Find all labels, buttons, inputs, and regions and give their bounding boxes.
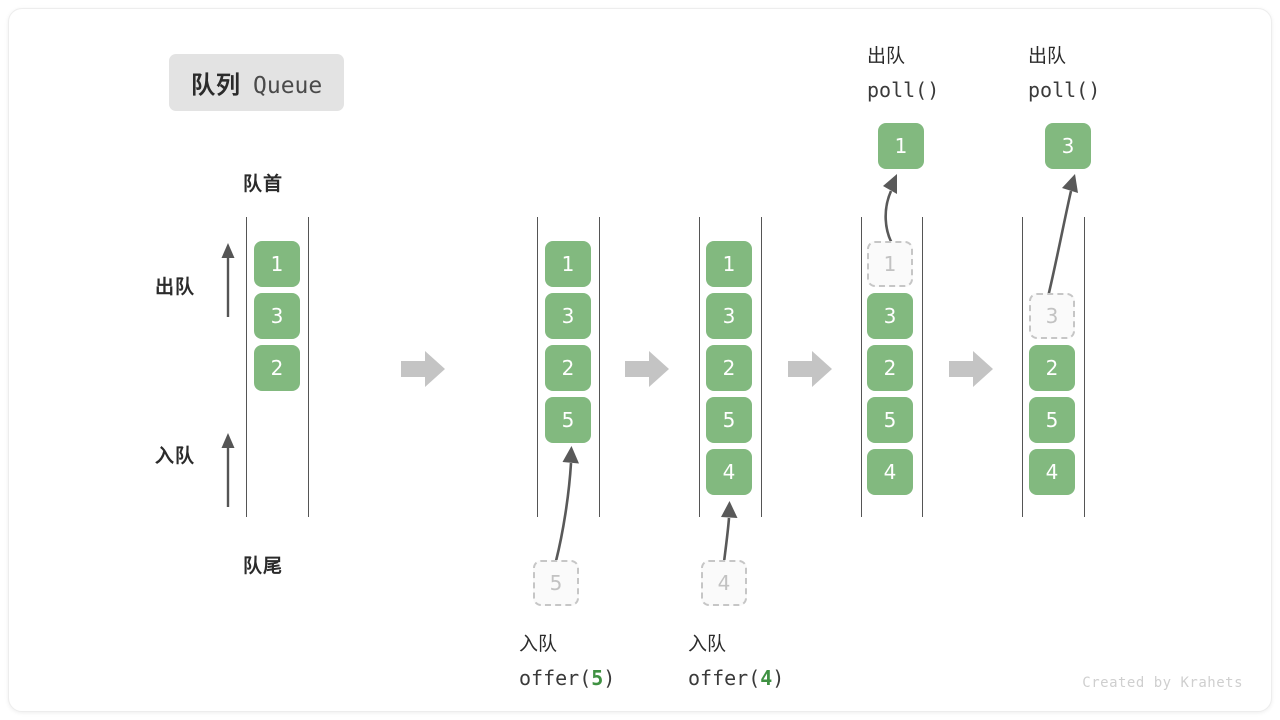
popped-cell: 1 <box>878 123 924 169</box>
queue-cell: 5 <box>1029 397 1075 443</box>
op-label-offer-4: 入队 offer(4) <box>688 627 784 695</box>
queue-cell: 5 <box>706 397 752 443</box>
enqueue-up-arrow-icon <box>221 433 235 507</box>
side-label-dequeue: 出队 <box>155 276 196 298</box>
op-code-pre: poll() <box>1028 78 1101 102</box>
op-label-cn: 出队 <box>867 45 906 67</box>
op-code-pre: offer( <box>688 666 761 690</box>
op-label-poll-3: 出队 poll() <box>1028 39 1100 107</box>
step-arrow-right-icon <box>401 351 445 387</box>
caption-queue-tail: 队尾 <box>243 555 284 577</box>
op-code-post: ) <box>772 666 785 690</box>
queue-cell: 3 <box>706 293 752 339</box>
op-label-offer-5: 入队 offer(5) <box>519 627 615 695</box>
watermark-credit: Created by Krahets <box>1082 675 1243 691</box>
queue-cell-new: 5 <box>545 397 591 443</box>
queue-cell: 3 <box>867 293 913 339</box>
side-label-enqueue: 入队 <box>155 445 196 467</box>
queue-cell: 1 <box>706 241 752 287</box>
queue-rail-right-1 <box>308 217 309 517</box>
dequeue-up-arrow-icon <box>221 243 235 317</box>
diagram-canvas: 队列 Queue 队首 队尾 出队 入队 1 3 2 1 3 2 5 5 入队 … <box>8 8 1272 712</box>
queue-rail-left-5 <box>1022 217 1023 517</box>
op-code-num: 5 <box>591 666 604 690</box>
queue-cell: 3 <box>545 293 591 339</box>
queue-rail-right-5 <box>1084 217 1085 517</box>
queue-rail-left-4 <box>861 217 862 517</box>
queue-rail-left-1 <box>246 217 247 517</box>
queue-cell: 4 <box>1029 449 1075 495</box>
op-code-post: ) <box>603 666 616 690</box>
ghost-cell: 5 <box>533 560 579 606</box>
queue-cell: 1 <box>254 241 300 287</box>
ghost-cell: 3 <box>1029 293 1075 339</box>
queue-cell: 2 <box>867 345 913 391</box>
step-arrow-right-icon <box>625 351 669 387</box>
queue-cell: 2 <box>1029 345 1075 391</box>
ghost-cell: 1 <box>867 241 913 287</box>
op-label-cn: 入队 <box>519 633 558 655</box>
op-code-pre: offer( <box>519 666 592 690</box>
caption-queue-head: 队首 <box>243 173 284 195</box>
offer-curve-arrow-icon <box>721 501 738 563</box>
queue-rail-right-4 <box>922 217 923 517</box>
queue-cell: 4 <box>867 449 913 495</box>
queue-rail-left-2 <box>537 217 538 517</box>
op-label-cn: 入队 <box>688 633 727 655</box>
op-label-cn: 出队 <box>1028 45 1067 67</box>
queue-rail-left-3 <box>699 217 700 517</box>
poll-curve-arrow-icon <box>1046 174 1078 298</box>
queue-cell: 1 <box>545 241 591 287</box>
op-code-num: 4 <box>760 666 773 690</box>
title-cn: 队列 <box>191 71 241 99</box>
offer-curve-arrow-icon <box>554 446 579 562</box>
ghost-cell: 4 <box>701 560 747 606</box>
queue-cell: 2 <box>254 345 300 391</box>
step-arrow-right-icon <box>788 351 832 387</box>
poll-curve-arrow-icon <box>883 174 897 248</box>
queue-rail-right-3 <box>761 217 762 517</box>
queue-rail-right-2 <box>599 217 600 517</box>
queue-cell: 5 <box>867 397 913 443</box>
title-badge: 队列 Queue <box>169 54 345 111</box>
op-code-pre: poll() <box>867 78 940 102</box>
op-label-poll-1: 出队 poll() <box>867 39 939 107</box>
queue-cell: 3 <box>254 293 300 339</box>
queue-cell-new: 4 <box>706 449 752 495</box>
popped-cell: 3 <box>1045 123 1091 169</box>
step-arrow-right-icon <box>949 351 993 387</box>
title-en: Queue <box>253 73 323 99</box>
queue-cell: 2 <box>545 345 591 391</box>
queue-cell: 2 <box>706 345 752 391</box>
